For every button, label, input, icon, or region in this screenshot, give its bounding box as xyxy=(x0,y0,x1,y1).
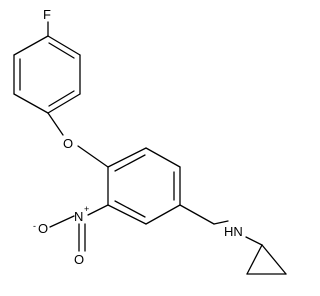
methylene-to-amine-bond xyxy=(213,220,229,225)
nitro-oxygen-left-label: O xyxy=(38,221,48,236)
nitro-n-o-single-bond xyxy=(49,215,75,228)
amine-to-cyclopropyl-bond xyxy=(245,236,263,246)
fluorine-label: F xyxy=(43,7,51,22)
amine-label: HN xyxy=(224,224,243,239)
ether-to-ring-bond xyxy=(77,145,109,168)
chemical-structure-diagram: F O N + O - O HN xyxy=(13,7,287,275)
ring-to-ether-bond xyxy=(47,112,64,136)
nitro-nitrogen-charge: + xyxy=(84,204,89,214)
nitro-oxygen-bottom-label: O xyxy=(74,252,84,267)
ring-to-nitro-bond xyxy=(87,204,109,216)
nitrophenyl-ring xyxy=(107,147,181,225)
nitro-nitrogen-label: N xyxy=(74,209,83,224)
ring-to-methylene-bond xyxy=(179,204,215,225)
fluorophenyl-ring xyxy=(13,35,81,114)
nitro-oxygen-left-charge: - xyxy=(33,221,36,231)
ether-oxygen-label: O xyxy=(63,136,73,151)
cyclopropyl-ring xyxy=(246,244,287,275)
